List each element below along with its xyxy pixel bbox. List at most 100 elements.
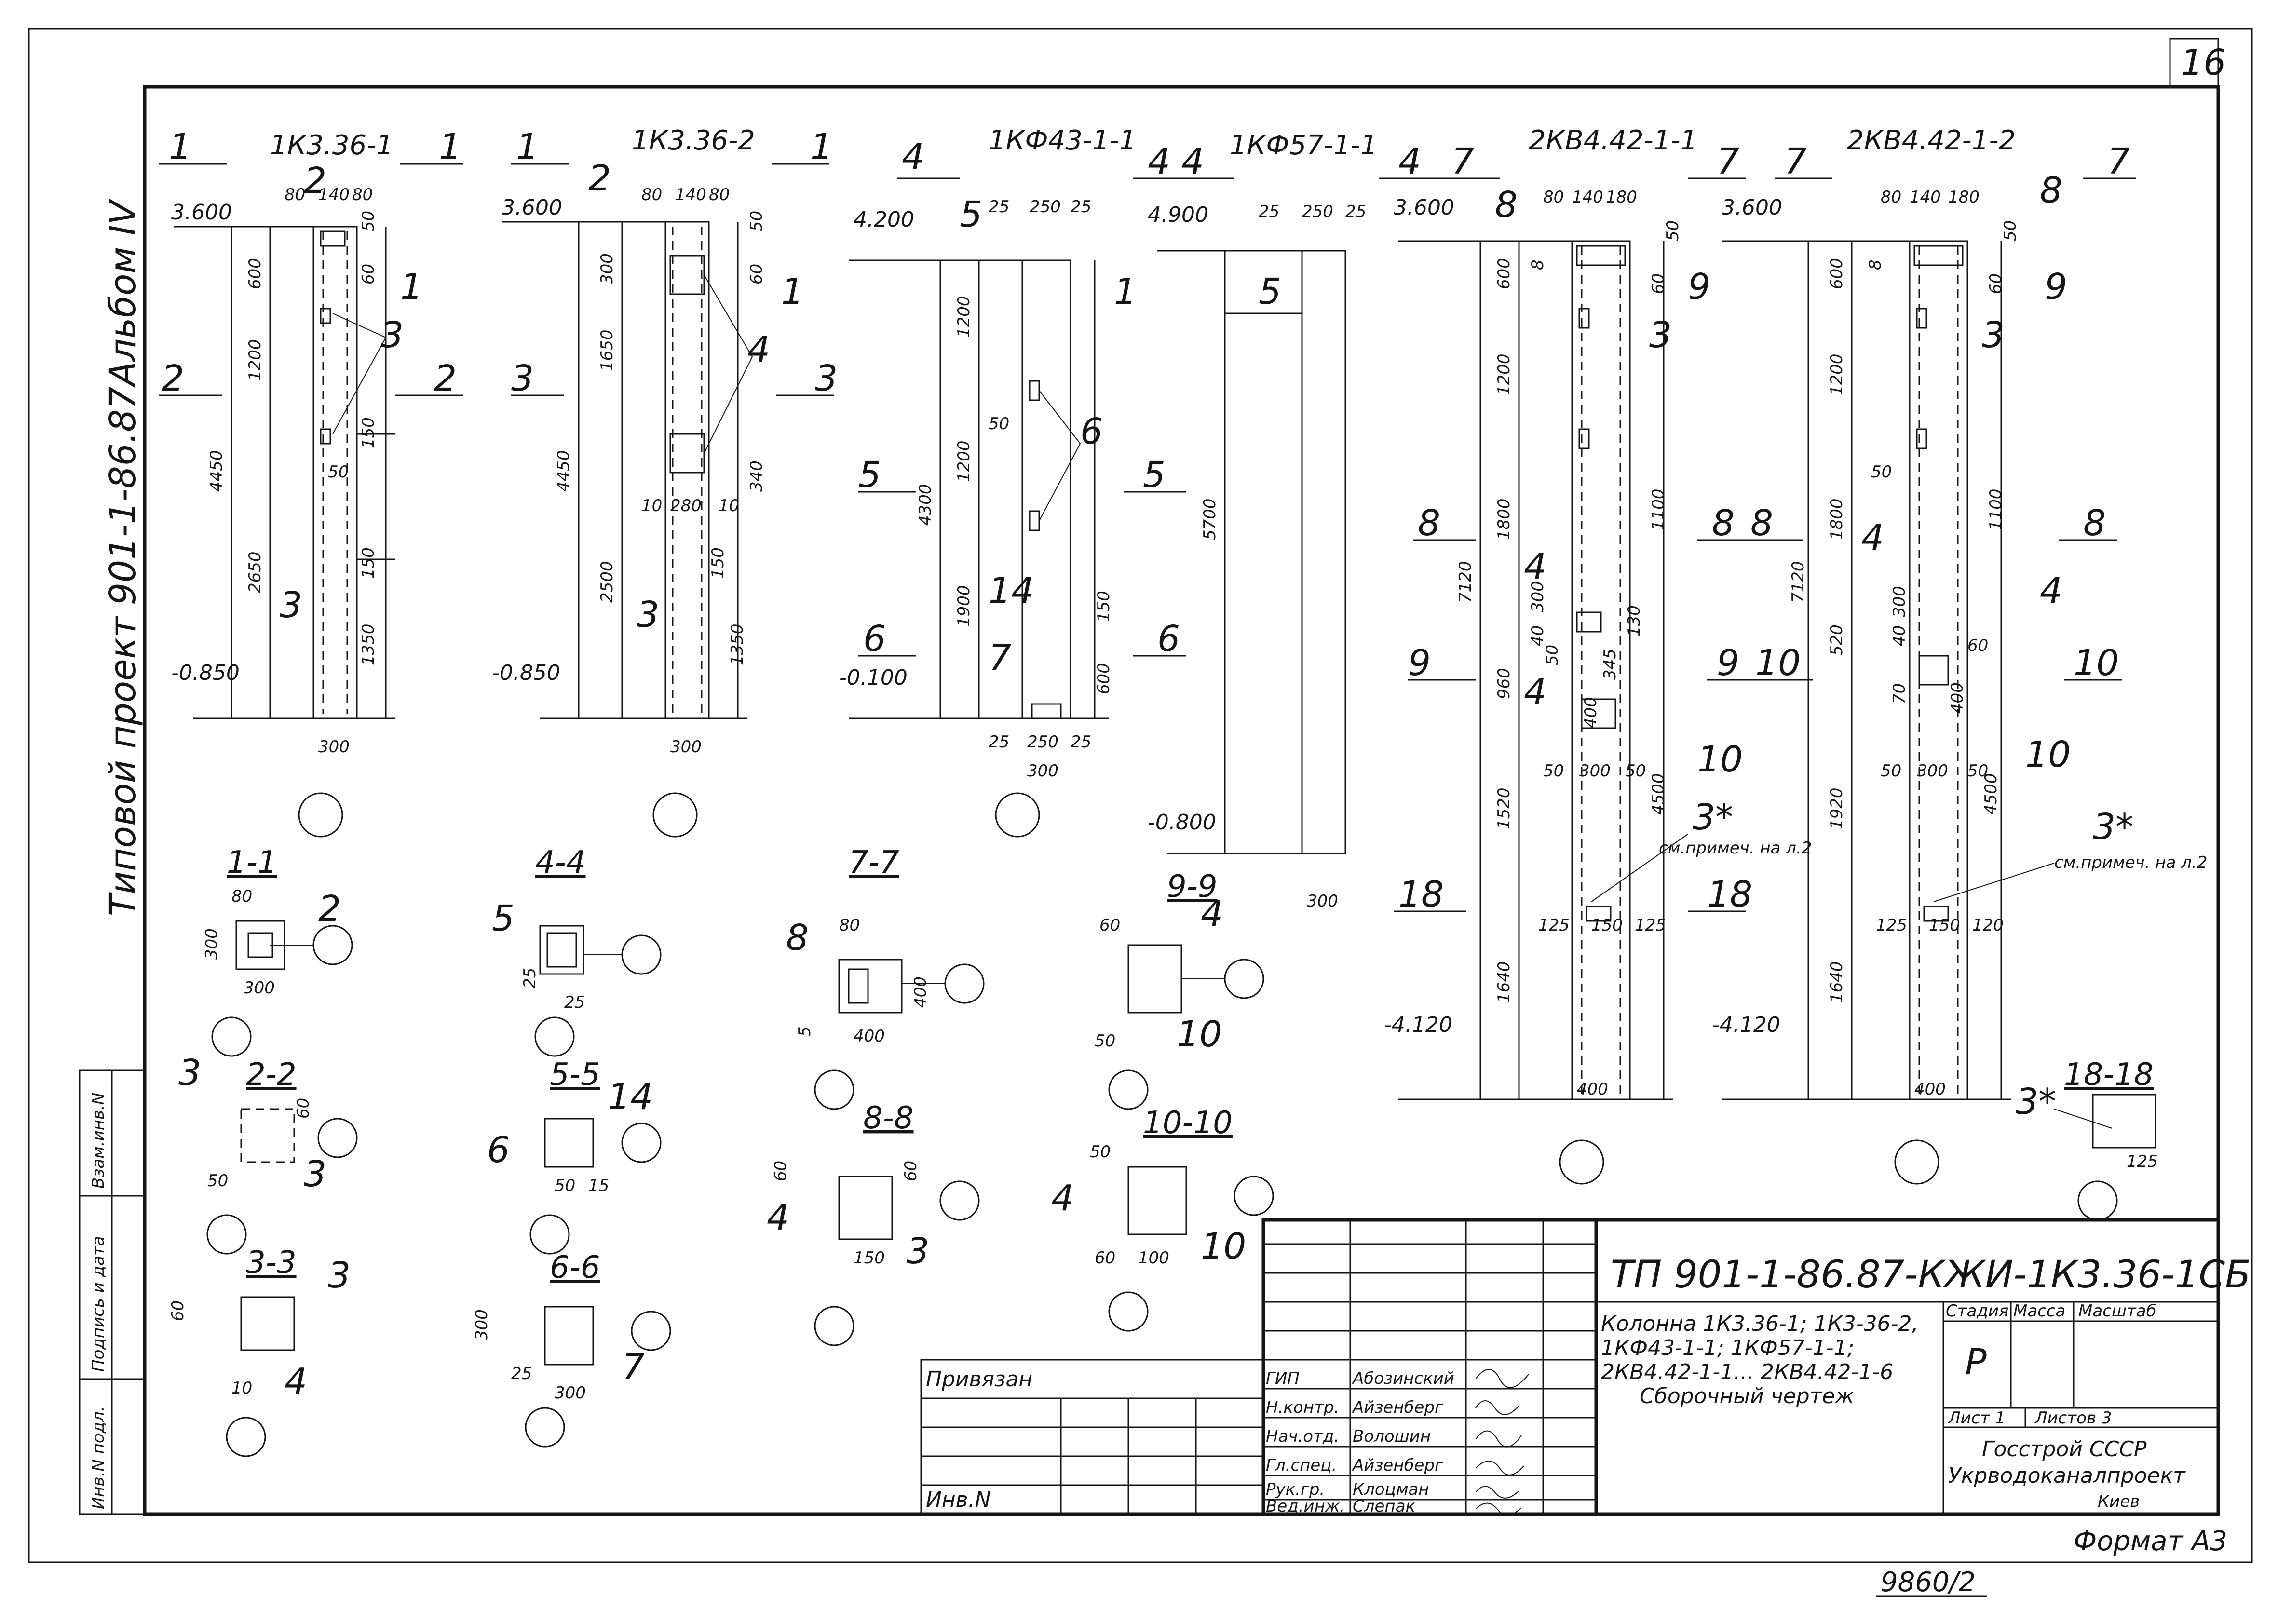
elevation-1kf43-1-1: 1КФ43-1-1 4 4 5 5 6 6 4.200 -0.100 25 25… [839,125,1186,838]
dim-label: 150 [1591,916,1623,935]
callout: 4 [1524,671,1546,713]
dim-label: 600 [1827,258,1846,289]
side-project-title: Типовой проект 901-1-86.87 [102,386,144,916]
dim-label: 2650 [245,551,265,593]
cut-mark: 8 [1418,502,1440,544]
cut-mark: 3 [511,358,534,399]
elevation-title: 2КВ4.42-1-1 [1529,125,1697,156]
callout: 3 [1982,314,2005,356]
callout: 4 [747,329,770,370]
dim-label: 5700 [1200,498,1220,540]
cut-mark: 9 [1717,642,1739,684]
cut-mark: 7 [1717,141,1739,182]
callout: 2 [304,160,326,202]
dim-label: 50 [1543,645,1562,665]
section-4-4: 4-4 25 25 5 [492,845,662,1057]
signature-mark [1475,1400,1519,1415]
dim-label: 400 [1581,697,1600,728]
note: см.примеч. на л.2 [1659,839,1812,858]
dim-label: 80 [641,185,662,204]
elevation-2kv4-42-1-1: 2КВ4.42-1-1 7 7 8 8 9 9 18 18 3.600 -4.1… [1384,125,1812,1185]
dim-label: 400 [911,976,930,1008]
dim-label: 25 [520,968,540,988]
cut-mark: 1 [169,126,191,168]
section-5-5: 5-5 50 15 6 14 [487,1057,662,1255]
callout: 3* [2093,806,2133,848]
dim-label: 80 [1543,188,1564,207]
dim-label: 400 [854,1027,885,1046]
dim-label: 1900 [954,585,974,627]
dim-label: 7120 [1789,561,1808,603]
dim-label: 300 [1579,761,1611,781]
dim-label: 345 [1600,649,1620,680]
dim-label: 1350 [359,623,378,665]
section-2-2: 2-2 60 50 3 3 [178,1052,358,1255]
dim-label: 1200 [954,296,974,338]
doc-code: ТП 901-1-86.87-КЖИ-1К3.36-1СБ [1611,1253,2251,1297]
callout: 4 [1861,517,1884,558]
dim-label: 25 [1259,202,1279,221]
dim-label: 1800 [1827,498,1846,540]
cut-mark: 1 [516,126,539,168]
callout: 1 [781,271,804,312]
level-mark: -0.100 [839,665,908,690]
elevation-1k3-36-2: 1К3.36-2 1 1 3 3 3.600 -0.850 80 140 80 … [492,125,838,838]
dim-label: 80 [231,887,252,906]
dim-label: 120 [1972,916,2004,935]
dim-label: 125 [1635,916,1666,935]
org-line: Киев [2098,1492,2140,1511]
cut-mark: 9 [1408,642,1431,684]
cut-mark: 8 [2083,502,2106,544]
dim-label: 1100 [1649,488,1668,530]
dim-label: 1100 [1986,488,2006,530]
callout: 5 [1259,271,1281,312]
cut-mark: 5 [858,454,881,496]
dim-label: 1200 [1494,353,1514,395]
dim-label: 25 [989,732,1009,752]
callout: 9 [2045,266,2067,308]
sheet-number-box [2169,38,2219,88]
section-8-8: 8-8 60 60 150 4 3 [767,1100,980,1346]
cut-mark: 4 [1148,141,1170,182]
dim-label: 50 [359,211,378,231]
section-title: 4-4 [535,845,586,880]
bottom-code: 9860/2 [1881,1567,1976,1598]
dim-label: 150 [359,417,378,448]
dim-label: 4300 [916,484,935,526]
section-title: 3-3 [246,1245,297,1281]
scale-label: Масштаб [2078,1301,2156,1321]
dim-label: 300 [1917,761,1948,781]
cut-mark: 5 [1143,454,1166,496]
dim-label: 80 [709,185,730,204]
dim-label: 50 [1881,761,1901,781]
dim-label: 1200 [1827,353,1846,395]
cut-mark: 8 [1750,502,1773,544]
dim-label: 5 [795,1026,814,1037]
position-circle [1559,1139,1604,1185]
dim-label: 400 [1948,682,1967,714]
role-label: Гл.спец. [1266,1456,1337,1475]
elevation-title: 1К3.36-2 [632,125,755,156]
dim-label: 4450 [207,450,226,492]
dim-label: 50 [1967,761,1988,781]
desc-line: Колонна 1К3.36-1; 1К3-36-2, [1601,1312,1919,1336]
dim-label: 1520 [1494,787,1514,829]
desc-line: 1КФ43-1-1; 1КФ57-1-1; [1601,1336,1854,1360]
dim-label: 150 [854,1248,885,1268]
level-mark: -0.850 [492,661,560,685]
stamp-vzam-inv: Взам.инв.N [89,1093,108,1189]
dim-label: 1200 [954,440,974,482]
callout: 3* [1693,797,1733,838]
dim-label: 10 [719,496,739,515]
cut-mark: 7 [1784,141,1807,182]
callout: 2 [588,158,611,199]
cut-mark: 2 [162,358,184,399]
dim-label: 60 [771,1161,790,1181]
section-title: 9-9 [1167,869,1218,905]
callout: 4 [285,1361,307,1402]
dim-label: 300 [1890,586,1909,617]
callout: 3 [637,594,659,636]
dim-label: 300 [318,737,350,757]
callout: 10 [1177,1014,1222,1055]
